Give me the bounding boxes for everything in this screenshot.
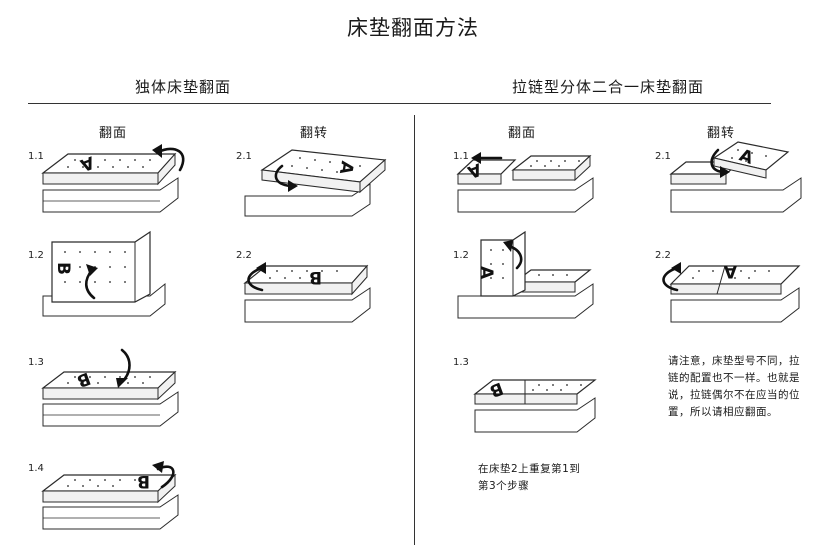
step-label-1-3: 1.3: [28, 357, 44, 368]
page-title: 床垫翻面方法: [347, 16, 479, 40]
section-heading-single: 独体床垫翻面: [135, 78, 232, 96]
col-heading-rotate-single: 翻转: [300, 126, 329, 141]
illustration-1-1: A: [41, 144, 185, 213]
section-heading-zipper: 拉链型分体二合一床垫翻面: [512, 78, 705, 96]
col-heading-rotate-zipper: 翻转: [707, 126, 736, 141]
header-divider: [28, 103, 771, 104]
letter-1-3: B: [74, 368, 93, 391]
col-heading-flip-zipper: 翻面: [508, 126, 537, 141]
repeat-note-line: 第3个步骤: [478, 480, 530, 492]
step-label-z1-3: 1.3: [453, 357, 469, 368]
illustration-1-2: B: [42, 230, 166, 317]
illustration-z1-1: A: [456, 152, 594, 213]
step-label-z2-2: 2.2: [655, 250, 671, 261]
step-label-1-4: 1.4: [28, 463, 44, 474]
illustration-z2-2: A: [662, 261, 801, 323]
zipper-note-line: 请注意，床垫型号不同，拉: [668, 355, 800, 367]
letter-2-1: A: [335, 159, 357, 176]
step-label-2-1: 2.1: [236, 151, 252, 162]
repeat-note-line: 在床垫2上重复第1到: [478, 463, 581, 475]
illustration-1-4: B: [41, 461, 179, 530]
repeat-note: 在床垫2上重复第1到 第3个步骤: [478, 461, 580, 495]
step-label-z1-2: 1.2: [453, 250, 469, 261]
letter-z1-3: B: [487, 378, 506, 401]
col-heading-flip-single: 翻面: [99, 126, 128, 141]
letter-z1-2: A: [476, 266, 496, 280]
illustration-z1-3: B: [473, 378, 597, 433]
zipper-note-line: 链的配置也不一样。也就是: [668, 372, 800, 384]
illustration-2-2: B: [243, 262, 371, 323]
illustration-2-1: A: [244, 149, 387, 217]
zipper-note-line: 置，所以请相应翻面。: [668, 406, 778, 418]
illustration-1-3: B: [41, 348, 179, 427]
letter-1-4: B: [137, 471, 150, 491]
illustration-z1-2: A: [457, 230, 594, 319]
illustration-z2-1: A: [669, 141, 802, 213]
section-divider: [414, 115, 415, 545]
letter-1-2: B: [53, 262, 73, 275]
letter-2-2: B: [309, 267, 322, 287]
step-label-1-2: 1.2: [28, 250, 44, 261]
zipper-note-line: 说，拉链偶尔不在应当的位: [668, 389, 800, 401]
step-label-1-1: 1.1: [28, 151, 44, 162]
step-label-2-2: 2.2: [236, 250, 252, 261]
step-label-z1-1: 1.1: [453, 151, 469, 162]
letter-z2-2: A: [723, 261, 737, 281]
step-label-z2-1: 2.1: [655, 151, 671, 162]
zipper-note: 请注意，床垫型号不同，拉 链的配置也不一样。也就是 说，拉链偶尔不在应当的位 置…: [668, 353, 800, 421]
